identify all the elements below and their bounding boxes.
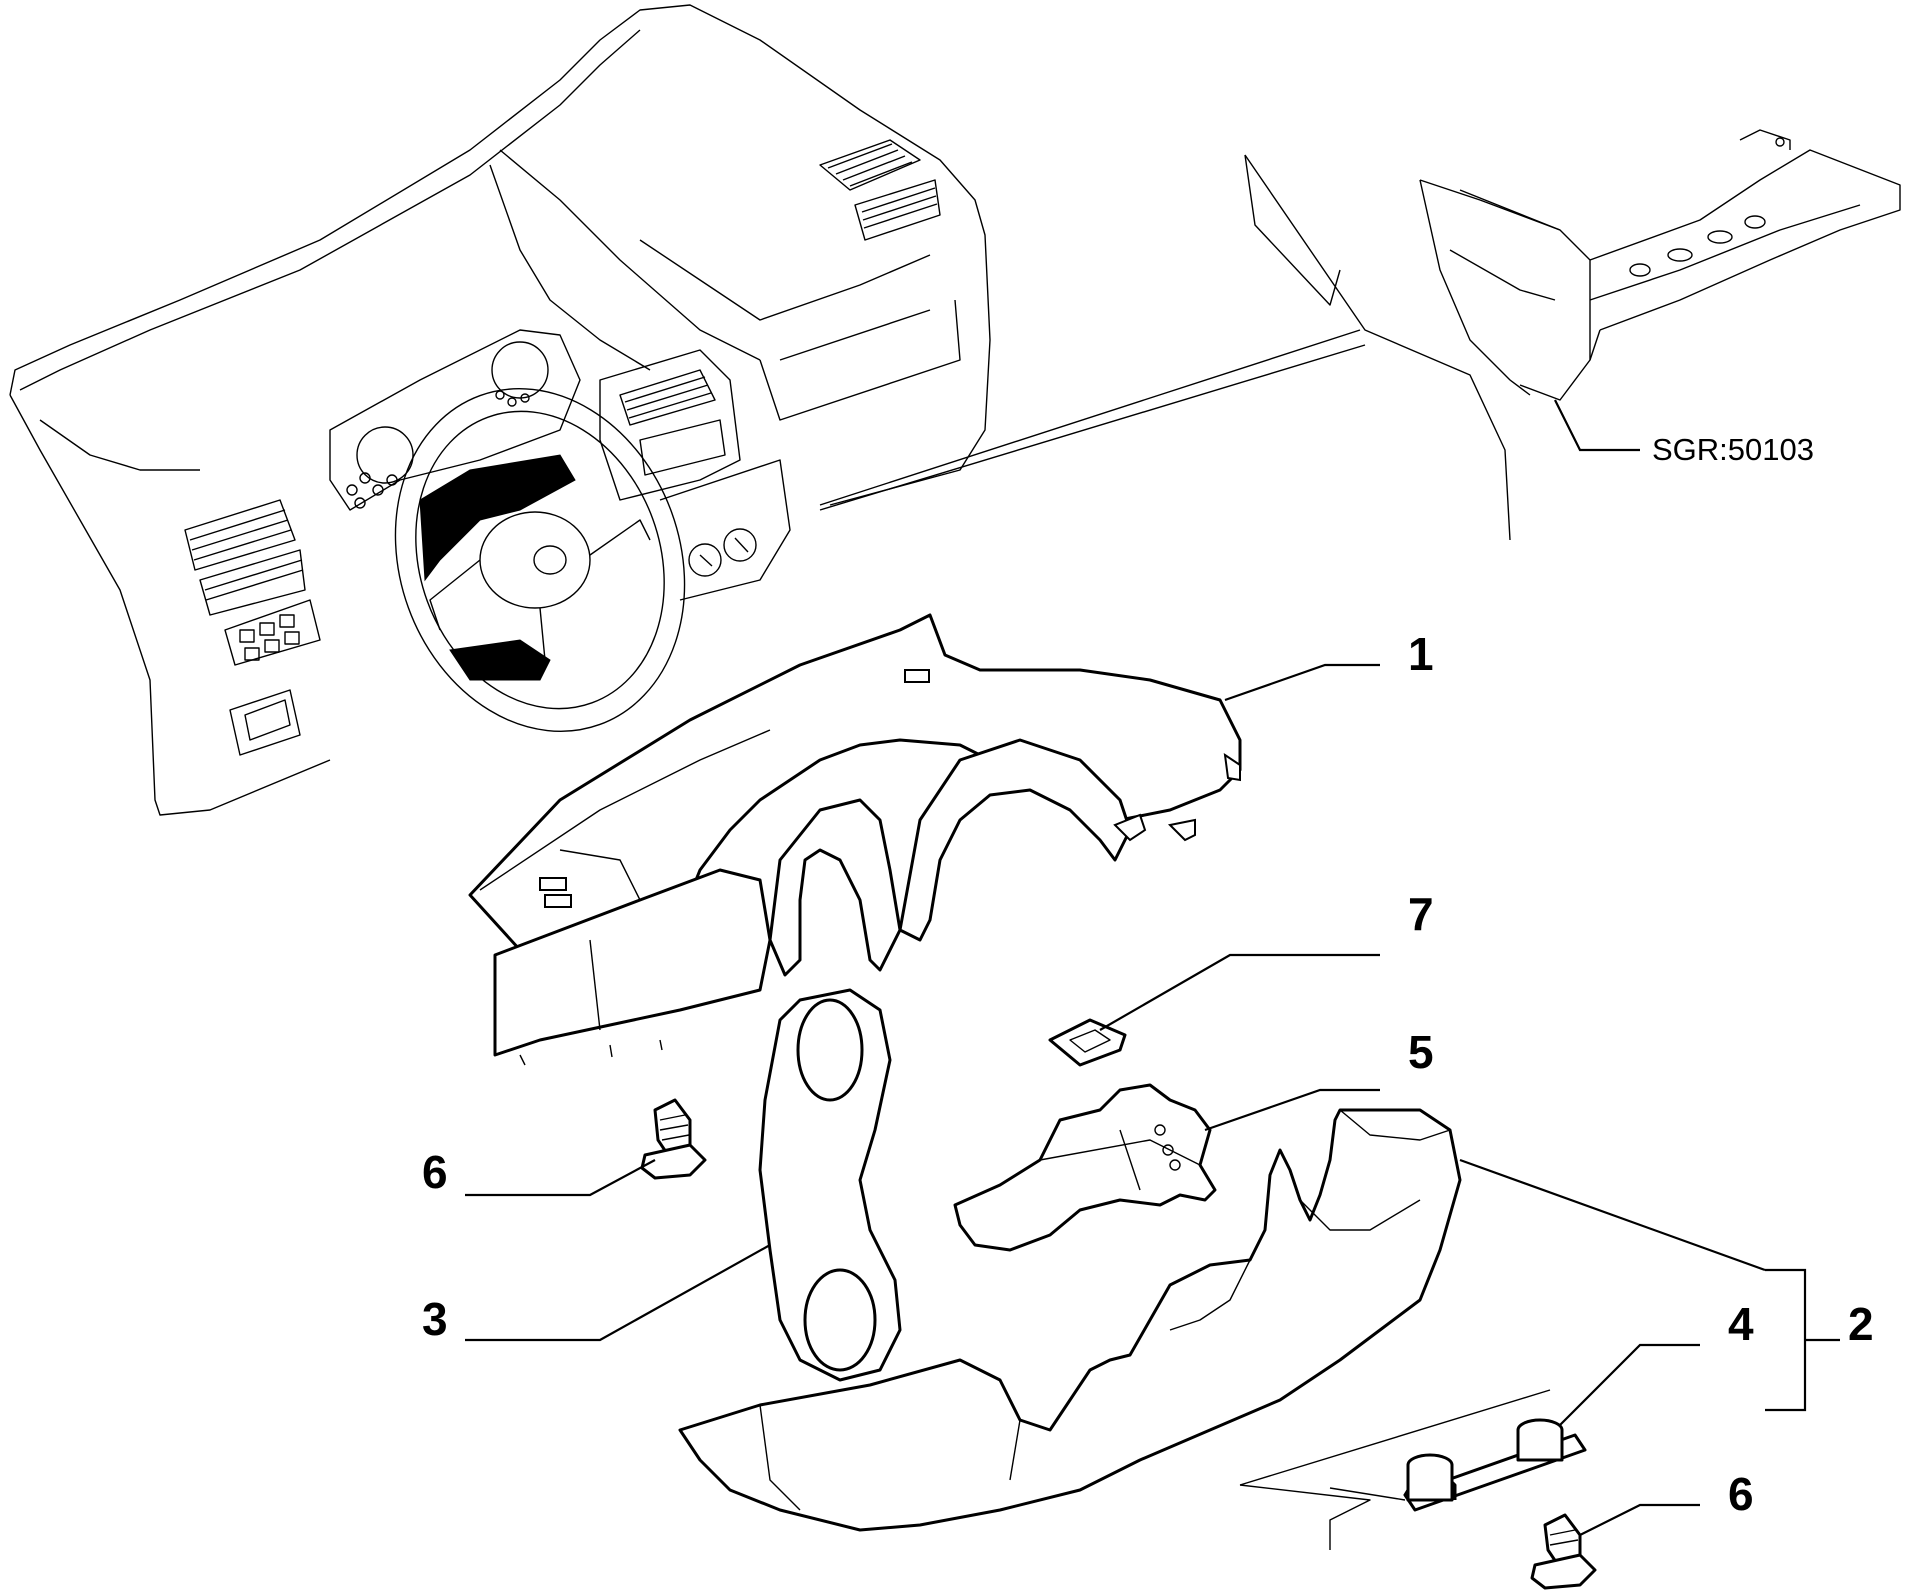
- leader-6-left: [465, 1159, 656, 1197]
- leader-2-upper: [1459, 1158, 1766, 1272]
- callout-2: 2: [1848, 1298, 1874, 1350]
- leader-3: [465, 1244, 771, 1342]
- callout-5: 5: [1408, 1026, 1434, 1078]
- crossbeam-bracket: [1244, 129, 1901, 541]
- part-5-bracket: [953, 1083, 1217, 1252]
- leader-5: [1204, 1088, 1380, 1132]
- part-3-ring: [758, 988, 902, 1382]
- part-6-screw-right: [1530, 1513, 1597, 1590]
- callout-numbers: 1 7 5 6 3 2 4 6: [422, 628, 1874, 1520]
- sgr-reference: SGR:50103: [1652, 432, 1814, 467]
- leader-6-right: [1579, 1503, 1700, 1536]
- leader-7: [1099, 953, 1380, 1031]
- part-7-clip: [1048, 1018, 1127, 1067]
- part-6-screw-left: [640, 1098, 707, 1180]
- leader-1: [1224, 663, 1380, 702]
- callout-7: 7: [1408, 888, 1434, 940]
- leader-2-bracket: [1765, 1268, 1807, 1412]
- part-1-upper-shroud: [468, 613, 1242, 1066]
- callout-4: 4: [1728, 1298, 1754, 1350]
- callout-6-left: 6: [422, 1146, 448, 1198]
- dashboard-drawing: [9, 4, 1366, 816]
- leader-4: [1559, 1343, 1700, 1426]
- callout-1: 1: [1408, 628, 1434, 680]
- leader-2-to-4: [1239, 1389, 1551, 1486]
- leader-lines: [465, 663, 1840, 1550]
- callout-6-right: 6: [1728, 1468, 1754, 1520]
- callout-3: 3: [422, 1293, 448, 1345]
- part-2-lower-shroud: [678, 1108, 1462, 1532]
- part-4-bar: [1329, 1418, 1587, 1512]
